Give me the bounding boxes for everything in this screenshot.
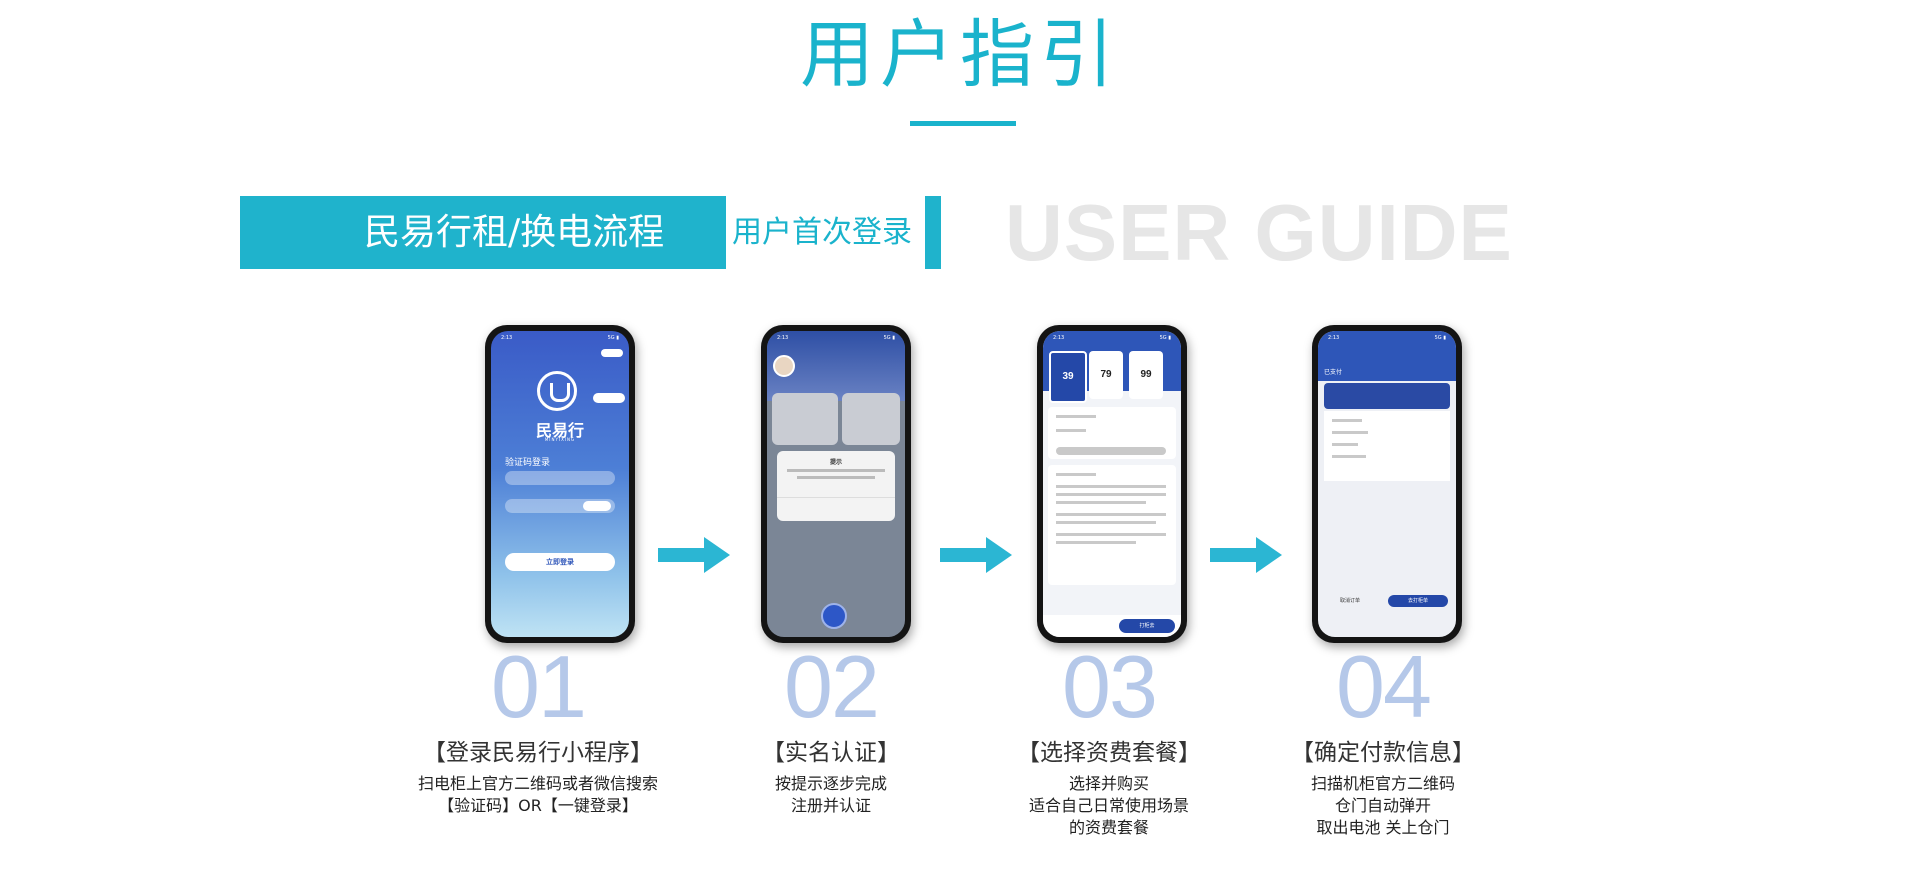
logo-text: 民易行: [535, 421, 584, 440]
cancel-order-button: 取消订单: [1339, 598, 1360, 604]
flow-banner: 民易行租/换电流程: [240, 196, 726, 269]
logo-subtext: MINYIXING: [544, 437, 576, 442]
plan-card: 99: [1129, 351, 1163, 399]
step-description: 选择并购买 适合自己日常使用场景 的资费套餐: [1028, 774, 1189, 837]
login-label: 验证码登录: [505, 458, 551, 468]
step-number: 02: [784, 637, 880, 736]
info-card: [842, 393, 900, 445]
capsule-menu: [601, 349, 623, 357]
step-number: 01: [491, 637, 587, 736]
order-details: [1324, 411, 1450, 481]
phone-field: [505, 471, 615, 485]
step-description: 扫电柜上官方二维码或者微信搜索 【验证码】OR【一键登录】: [417, 774, 658, 815]
bottom-bar: 打柜去: [1043, 615, 1181, 637]
login-button: 立即登录: [505, 553, 615, 571]
order-card: [1324, 383, 1450, 409]
banner-end-bar: [925, 196, 941, 269]
paid-status: 已支付: [1324, 369, 1343, 376]
title-underline: [910, 121, 1016, 126]
get-code-button: [583, 501, 611, 511]
logo-icon: [537, 371, 577, 411]
step-description: 按提示逐步完成 注册并认证: [774, 774, 887, 815]
open-cabinet-button: 去打柜单: [1388, 595, 1448, 607]
arrow-icon: [940, 535, 1012, 575]
arrow-icon: [1210, 535, 1282, 575]
avatar: [773, 355, 795, 377]
plan-card: 79: [1089, 351, 1123, 399]
battery-card: [772, 393, 838, 445]
page-title: 用户指引: [800, 12, 1120, 98]
step-caption: 【实名认证】: [762, 740, 900, 766]
user-guide-watermark: USER GUIDE: [1005, 188, 1513, 277]
dialog-title: 提示: [829, 459, 842, 466]
plan-card: 39: [1049, 351, 1087, 403]
step-caption: 【登录民易行小程序】: [423, 740, 653, 766]
step-caption: 【确定付款信息】: [1291, 740, 1475, 766]
verify-dialog: 提示: [777, 451, 895, 521]
step-number: 04: [1336, 637, 1432, 736]
step-caption: 【选择资费套餐】: [1017, 740, 1201, 766]
step-number: 03: [1062, 637, 1158, 736]
step-description: 扫描机柜官方二维码 仓门自动弹开 取出电池 关上仓门: [1310, 774, 1455, 837]
banner-subtitle: 用户首次登录: [732, 215, 912, 250]
pay-button: 打柜去: [1119, 619, 1175, 633]
scan-icon: [821, 603, 847, 629]
deposit-section: [1048, 407, 1176, 459]
arrow-icon: [658, 535, 730, 575]
switch-tag: [593, 393, 625, 403]
usage-notes: [1048, 465, 1176, 585]
